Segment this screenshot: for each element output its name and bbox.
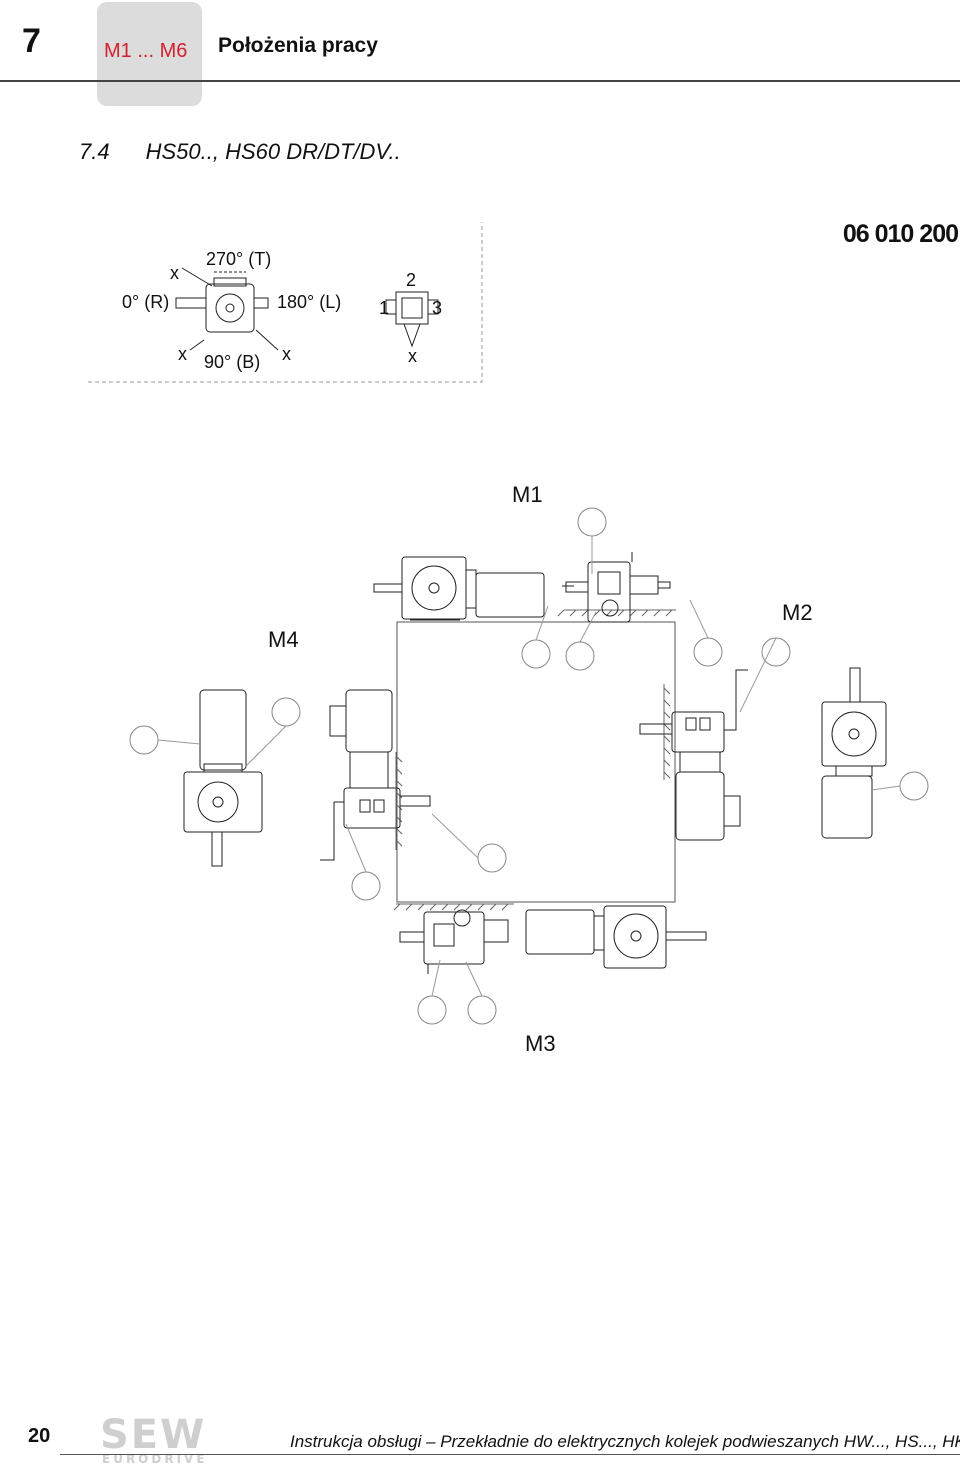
header-rule xyxy=(0,80,960,82)
m2-gear-unit-left xyxy=(640,670,748,840)
brand-logo: SEW xyxy=(100,1412,207,1458)
legend-x-left: x xyxy=(178,344,187,364)
section-heading: 7.4 HS50.., HS60 DR/DT/DV.. xyxy=(79,139,401,165)
page-number: 20 xyxy=(28,1425,51,1447)
legend-frame xyxy=(88,222,482,382)
m1-gear-unit-right xyxy=(562,552,670,622)
legend-angle-0: 0° (R) xyxy=(122,292,170,312)
legend-x-box: x xyxy=(408,346,417,366)
document-code: 06 010 200 xyxy=(842,220,959,248)
legend-position-1: 1 xyxy=(379,298,390,318)
m3-gear-unit-left xyxy=(400,910,508,974)
position-label-m4: M4 xyxy=(268,627,299,652)
m4-gear-unit-right xyxy=(320,690,430,860)
legend-angle-270: 270° (T) xyxy=(206,249,272,269)
page-title: Położenia pracy xyxy=(218,34,378,57)
chapter-tab-label: M1 ... M6 xyxy=(104,40,188,62)
position-label-m1: M1 xyxy=(512,482,543,507)
section-number: 7.4 xyxy=(79,139,110,164)
legend-position-3: 3 xyxy=(432,298,443,318)
brand-logo-subtitle: EURODRIVE xyxy=(102,1452,208,1466)
chapter-tab xyxy=(97,2,202,106)
chapter-number: 7 xyxy=(22,22,41,60)
position-label-m2: M2 xyxy=(782,600,813,625)
footer-text: Instrukcja obsługi – Przekładnie do elek… xyxy=(290,1432,960,1451)
legend-angle-180: 180° (L) xyxy=(277,292,342,312)
legend-position-2: 2 xyxy=(406,270,417,290)
position-label-m3: M3 xyxy=(525,1031,556,1056)
m3-gear-unit-right xyxy=(526,906,706,968)
m4-gear-unit-left xyxy=(184,690,262,866)
footer-rule xyxy=(60,1454,960,1455)
legend-angle-90: 90° (B) xyxy=(204,352,261,372)
m2-gear-unit-right xyxy=(822,668,886,838)
mounting-frame xyxy=(397,622,675,902)
m1-gear-unit-left xyxy=(374,557,544,620)
vent-symbols xyxy=(130,508,928,1024)
section-title: HS50.., HS60 DR/DT/DV.. xyxy=(145,139,401,164)
legend-x-top: x xyxy=(170,263,179,283)
wall-hatching xyxy=(394,610,676,910)
legend-x-right: x xyxy=(282,344,291,364)
leader-lines xyxy=(158,536,900,996)
legend-gear-unit-icon xyxy=(176,268,278,350)
legend-terminal-box-icon xyxy=(386,292,438,346)
